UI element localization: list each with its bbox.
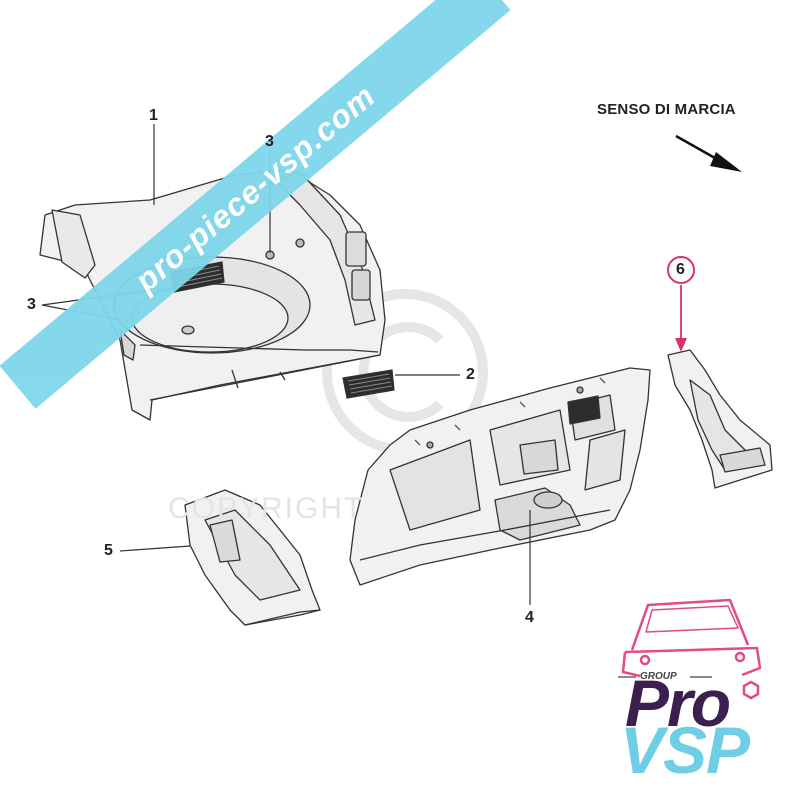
- logo-car-icon: [621, 598, 762, 678]
- leader-line-5: [119, 545, 191, 552]
- callout-1: 1: [149, 107, 158, 124]
- part-2-vent-grille: [342, 369, 395, 399]
- callout-4: 4: [525, 609, 534, 626]
- callout-2: 2: [466, 366, 475, 383]
- logo-group-text: GROUP: [640, 671, 677, 682]
- direction-label: SENSO DI MARCIA: [597, 101, 736, 118]
- direction-arrow-icon: [675, 134, 742, 172]
- callout-3-left: 3: [27, 296, 36, 313]
- callout-5: 5: [104, 542, 113, 559]
- leader-line-6: [675, 285, 687, 352]
- part-1-trunk-floor: [39, 169, 386, 421]
- logo-hex-icon: [742, 680, 760, 700]
- part-4-rear-panel: [349, 367, 651, 586]
- copyright-watermark-text: COPYRIGHT: [168, 492, 365, 525]
- part-6-side-bracket: [667, 349, 773, 489]
- logo-pro-text: Pro: [625, 666, 731, 740]
- logo-vsp-text: VSP: [620, 713, 750, 787]
- callout-3-top: 3: [265, 133, 274, 150]
- part-5-side-trim: [184, 489, 321, 626]
- callout-6-highlight-ring: [667, 256, 695, 284]
- callout-6: 6: [676, 261, 685, 278]
